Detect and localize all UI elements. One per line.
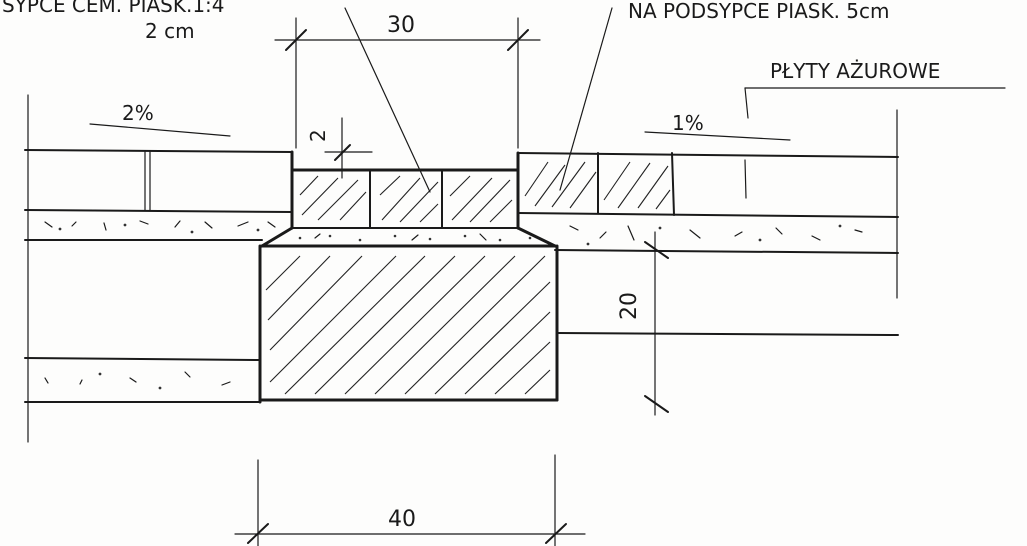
mortar-texture	[298, 233, 532, 242]
top-left-note-line1: SYPCE CEM. PIASK.1:4	[2, 0, 225, 17]
right-pavement	[517, 109, 899, 336]
top-left-note-line2: 2 cm	[145, 19, 195, 43]
right-sand-texture	[569, 224, 863, 246]
curb-paver-hatch	[299, 175, 513, 223]
top-right-note: NA PODSYPCE PIASK. 5cm	[628, 0, 890, 23]
slope-markers	[89, 123, 791, 141]
left-sand-texture	[44, 220, 276, 390]
leader-lines	[344, 7, 1006, 193]
dimension-joint-label: 2	[306, 129, 330, 142]
dimension-bottom-width: 40	[234, 454, 586, 546]
dimension-bottom-width-label: 40	[388, 507, 416, 532]
dimension-top-width-label: 30	[387, 13, 415, 38]
slope-right-label: 1%	[672, 111, 704, 135]
beam-hatch	[265, 255, 551, 395]
dimension-joint: 2	[306, 117, 373, 179]
curb-assembly	[258, 150, 559, 404]
left-pavement	[24, 94, 293, 443]
slope-left-label: 2%	[122, 101, 154, 125]
dimension-depth-label: 20	[617, 292, 642, 320]
right-paver-hatch	[524, 161, 671, 210]
slab-type-label: PŁYTY AŻUROWE	[770, 59, 940, 83]
dimension-depth: 20	[617, 231, 669, 416]
dimension-top-width: 30	[274, 13, 541, 149]
